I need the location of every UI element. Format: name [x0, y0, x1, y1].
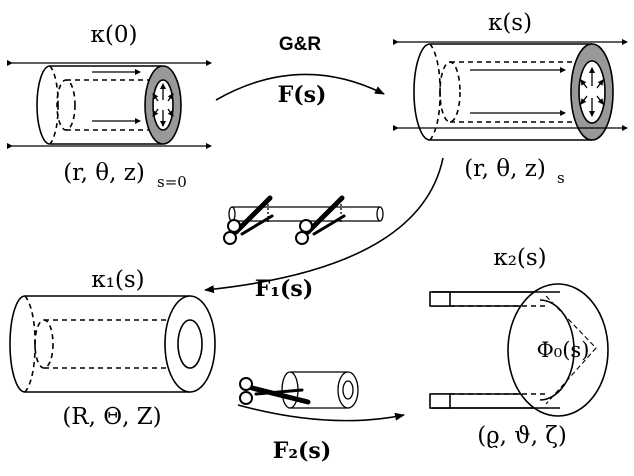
cylinder-kappa-s-arrows: [393, 39, 628, 131]
scissors-icon: [295, 195, 346, 245]
cylinder-kappa0: [36, 65, 182, 145]
kappa0-label: κ(0): [91, 22, 138, 48]
kappa2-label: κ₂(s): [493, 245, 546, 271]
coords2-label: (ϱ, ϑ, ζ): [477, 423, 567, 449]
f2-arrow: [237, 404, 405, 422]
svg-text:(r, θ, z): (r, θ, z): [464, 156, 546, 182]
phi0-label: Φ₀(s): [537, 338, 590, 362]
f-label: F(s): [278, 82, 327, 108]
scissors-icon: [223, 195, 274, 245]
cylinder-kappa1: [9, 295, 216, 393]
coords-s-label: (r, θ, z) s: [464, 156, 565, 187]
gr-arrow: [215, 73, 385, 101]
opened-sector-kappa2: [429, 283, 609, 417]
f1-arrow: [204, 157, 444, 294]
cylinder-kappa-s: [413, 43, 614, 141]
coords0-label: (r, θ, z) s=0: [63, 160, 187, 191]
scissors-icon: [239, 377, 311, 405]
svg-text:(r, θ, z): (r, θ, z): [63, 160, 145, 186]
svg-text:s=0: s=0: [157, 173, 187, 191]
gr-label: G&R: [279, 34, 322, 55]
f1-label: F₁(s): [255, 276, 313, 302]
svg-text:s: s: [557, 169, 565, 187]
kappa1-label: κ₁(s): [91, 267, 144, 293]
cylinder-kappa0-arrows: [7, 60, 212, 149]
f2-label: F₂(s): [273, 438, 331, 464]
kappa-s-label: κ(s): [488, 10, 532, 36]
coords1-label: (R, Θ, Z): [62, 404, 161, 430]
